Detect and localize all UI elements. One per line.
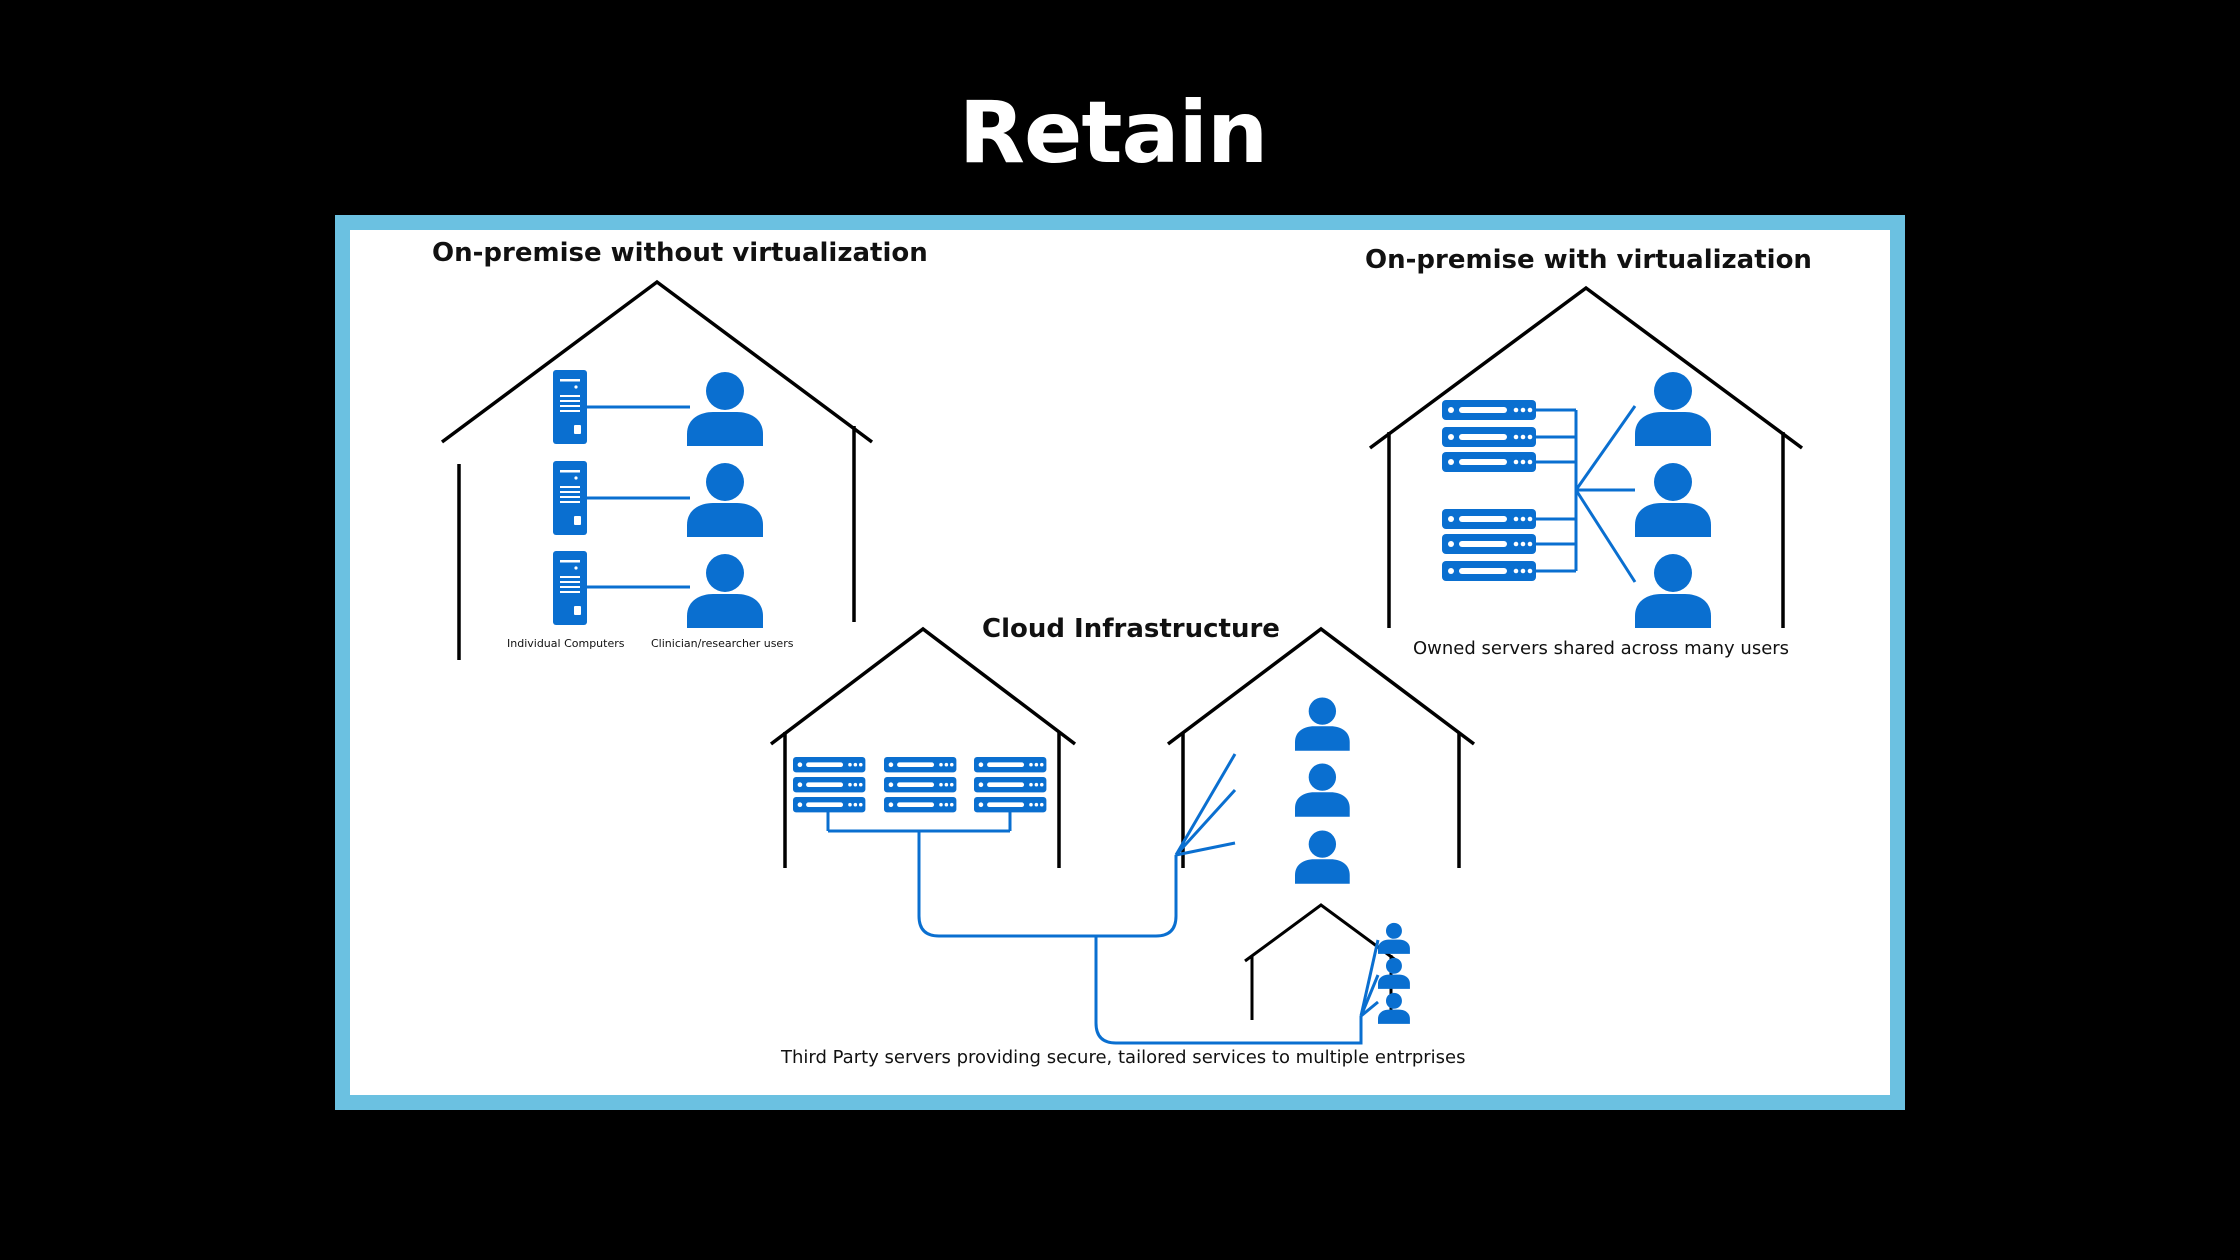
section-title-without-virtualization: On-premise without virtualization bbox=[432, 238, 928, 268]
section-title-cloud: Cloud Infrastructure bbox=[982, 614, 1280, 644]
user-icon bbox=[1295, 763, 1350, 817]
rack-server-icon bbox=[974, 757, 1047, 773]
user-icon bbox=[1295, 830, 1350, 884]
user-icon bbox=[1378, 922, 1410, 954]
user-icon bbox=[1635, 463, 1711, 537]
diagram-frame: On-premise without virtualization Indivi… bbox=[335, 215, 1905, 1110]
rack-server-icon bbox=[1442, 427, 1536, 447]
rack-server-icon bbox=[884, 777, 957, 793]
user-icon bbox=[1635, 554, 1711, 628]
slide-title: Retain bbox=[958, 83, 1268, 183]
diagram-panel: On-premise without virtualization Indivi… bbox=[350, 230, 1890, 1095]
tower-server-icon bbox=[553, 370, 587, 444]
user-icon bbox=[687, 463, 763, 537]
caption-third-party-servers: Third Party servers providing secure, ta… bbox=[781, 1047, 1466, 1068]
user-icon bbox=[687, 372, 763, 446]
rack-server-icon bbox=[793, 777, 866, 793]
rack-server-icon bbox=[793, 757, 866, 773]
user-icon bbox=[1295, 697, 1350, 751]
tower-server-icon bbox=[553, 461, 587, 535]
connector-lines-left bbox=[587, 405, 690, 589]
rack-server-icon bbox=[793, 797, 866, 813]
section-title-with-virtualization: On-premise with virtualization bbox=[1365, 245, 1812, 275]
house-outline-left bbox=[440, 279, 874, 660]
tower-server-icon bbox=[553, 551, 587, 625]
cloud-connector-lines bbox=[826, 753, 1380, 1045]
rack-server-icon bbox=[884, 757, 957, 773]
caption-owned-servers: Owned servers shared across many users bbox=[1413, 638, 1790, 659]
user-icon bbox=[1378, 957, 1410, 989]
rack-server-icon bbox=[1442, 509, 1536, 529]
rack-server-icon bbox=[974, 797, 1047, 813]
house-outline-right bbox=[1368, 285, 1804, 628]
connector-lines-right bbox=[1536, 405, 1637, 583]
rack-server-icon bbox=[1442, 400, 1536, 420]
rack-server-icon bbox=[884, 797, 957, 813]
rack-server-icon bbox=[1442, 534, 1536, 554]
rack-server-icon bbox=[1442, 561, 1536, 581]
house-outline-cloud bbox=[769, 626, 1077, 868]
user-icon bbox=[687, 554, 763, 628]
label-clinician-users: Clinician/researcher users bbox=[651, 637, 794, 650]
architecture-diagram bbox=[440, 279, 1804, 1045]
rack-server-icon bbox=[1442, 452, 1536, 472]
rack-server-icon bbox=[974, 777, 1047, 793]
user-icon bbox=[1378, 992, 1410, 1024]
label-individual-computers: Individual Computers bbox=[507, 637, 625, 650]
user-icon bbox=[1635, 372, 1711, 446]
